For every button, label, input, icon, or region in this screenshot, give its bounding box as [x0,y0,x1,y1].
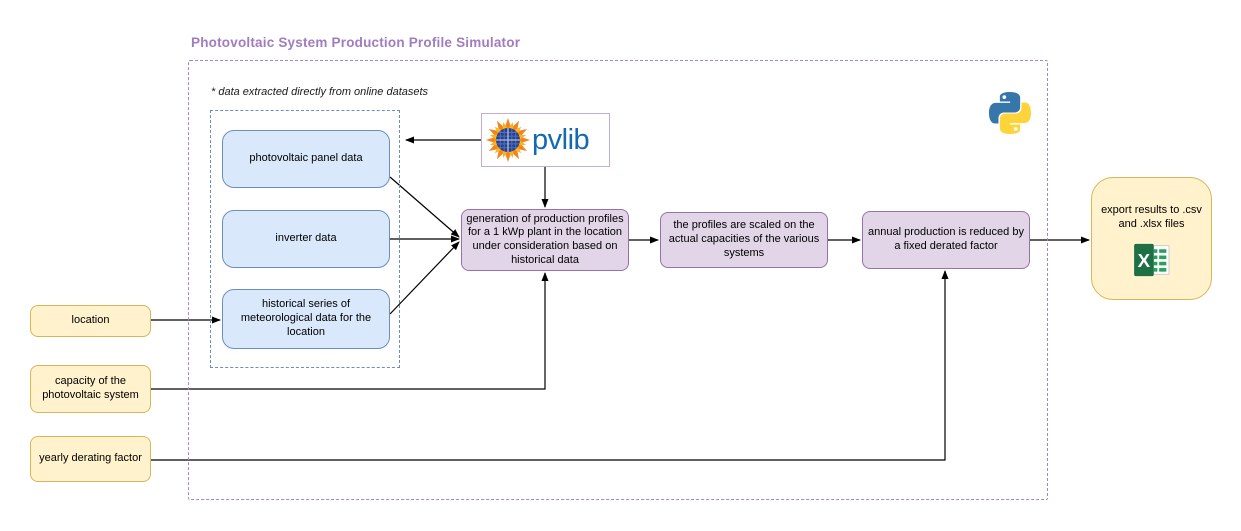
node-location-input: location [30,305,151,337]
pvlib-sun-icon [485,117,531,163]
node-generation-profiles: generation of production profiles for a … [461,209,629,271]
pvlib-logo-box: pvlib [481,113,610,167]
node-inverter-data: inverter data [222,210,390,268]
export-label: export results to .csv and .xlsx files [1101,204,1202,230]
node-historical-meteo-data: historical series of meteorological data… [222,289,390,349]
node-photovoltaic-panel-data: photovoltaic panel data [222,130,390,188]
datasets-note: * data extracted directly from online da… [211,86,429,98]
svg-text:X: X [1137,250,1150,271]
node-capacity-input: capacity of the photovoltaic system [30,365,151,413]
python-icon [989,92,1031,134]
node-profiles-scaled: the profiles are scaled on the actual ca… [660,212,828,268]
pvlib-wordmark: pvlib [532,123,590,156]
node-annual-production-derated: annual production is reduced by a fixed … [862,211,1030,269]
online-datasets-boundary [210,110,400,368]
node-export-results: export results to .csv and .xlsx files X [1091,177,1212,300]
simulator-boundary [188,60,1048,500]
excel-icon: X [1133,243,1169,276]
node-derating-factor-input: yearly derating factor [30,436,151,482]
diagram-title: Photovoltaic System Production Profile S… [191,35,521,50]
